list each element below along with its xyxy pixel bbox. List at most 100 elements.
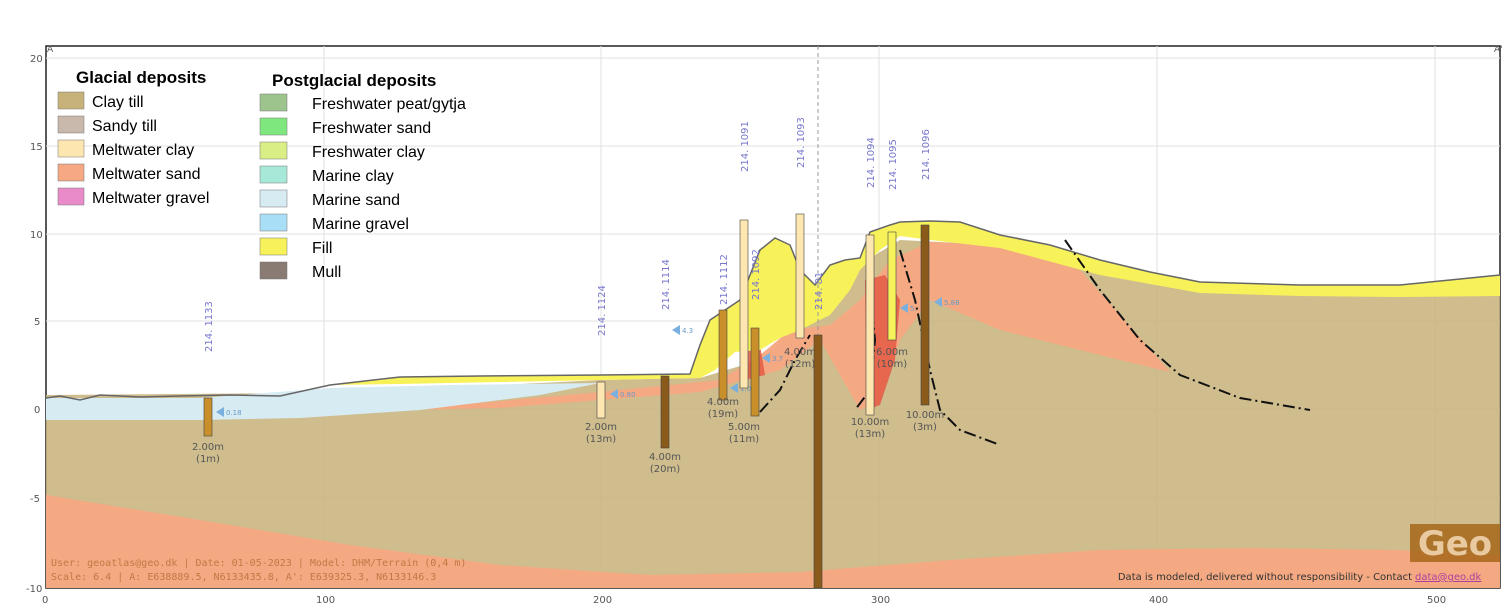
borehole-depth: 4.00m: [649, 452, 681, 463]
borehole-depth: 2.00m: [192, 442, 224, 453]
borehole-column: [750, 327, 760, 417]
borehole-id: 214. 1112: [719, 254, 730, 305]
legend: Glacial deposits Postglacial deposits Cl…: [57, 68, 466, 281]
y-tick-label: -10: [26, 584, 42, 595]
footer-disclaimer: Data is modeled, delivered without respo…: [1118, 572, 1412, 583]
water-level-value: 5.: [910, 305, 917, 313]
borehole-id: 214. 1096: [921, 129, 932, 180]
fault-line-2: [899, 249, 1001, 446]
legend-swatch: [259, 117, 288, 136]
legend-swatch: [259, 165, 288, 184]
borehole-depth-sub: (12m): [785, 359, 815, 370]
footer-user-line: User: geoatlas@geo.dk | Date: 01-05-2023…: [51, 558, 466, 569]
borehole-depth: 4.00m: [784, 347, 816, 358]
borehole-column: [739, 219, 749, 389]
y-tick-label: 15: [30, 142, 43, 153]
terrain-line: [45, 220, 1501, 401]
legend-label: Clay till: [92, 94, 144, 111]
legend-swatch: [259, 237, 288, 256]
borehole-id: 214. 1095: [888, 139, 899, 190]
water-level-value: 5.88: [944, 299, 960, 307]
borehole-column: [813, 334, 823, 589]
legend-swatch: [57, 115, 85, 134]
borehole-column: [887, 231, 897, 341]
legend-label: Meltwater gravel: [92, 190, 209, 207]
x-tick-label: 400: [1149, 595, 1168, 606]
legend-label: Marine sand: [312, 192, 400, 209]
legend-swatch: [259, 189, 288, 208]
y-tick-label: -5: [30, 494, 40, 505]
borehole-depth-sub: (10m): [877, 359, 907, 370]
legend-label: Meltwater clay: [92, 142, 194, 159]
water-level-icon: [672, 325, 680, 335]
borehole-column: [660, 375, 670, 449]
footer-scale-line: Scale: 6.4 | A: E638889.5, N6133435.8, A…: [51, 572, 436, 583]
legend-label: Marine gravel: [312, 216, 409, 233]
borehole-id: 214. 1133: [204, 301, 215, 352]
legend-label: Freshwater peat/gytja: [312, 96, 466, 113]
legend-swatch: [259, 213, 288, 232]
x-tick-label: 100: [316, 595, 335, 606]
borehole-depth-sub: (11m): [729, 434, 759, 445]
water-level-icon: [610, 389, 618, 399]
water-level-value: 0.18: [226, 409, 242, 417]
borehole-column: [865, 234, 875, 416]
water-level-value: 1.00: [740, 385, 756, 393]
fault-line-4: [759, 334, 811, 413]
legend-label: Sandy till: [92, 118, 157, 135]
borehole-depth-sub: (3m): [913, 422, 937, 433]
borehole-depth: 4.00m: [707, 397, 739, 408]
borehole-depth-sub: (1m): [196, 454, 220, 465]
legend-swatch: [57, 139, 85, 158]
legend-label: Fill: [312, 240, 332, 257]
borehole-id: 214. 1093: [796, 117, 807, 168]
legend-swatch: [259, 141, 288, 160]
legend-label: Mull: [312, 264, 341, 281]
borehole-depth: 6.00m: [876, 347, 908, 358]
postglacial-legend-title: Postglacial deposits: [272, 71, 436, 90]
y-tick-label: 5: [34, 317, 40, 328]
legend-label: Freshwater clay: [312, 144, 425, 161]
water-level-icon: [730, 383, 738, 393]
y-tick-label: 0: [34, 405, 40, 416]
legend-label: Meltwater sand: [92, 166, 201, 183]
borehole-depth-sub: (13m): [855, 429, 885, 440]
borehole-column: [203, 397, 213, 437]
legend-swatch: [57, 163, 85, 182]
legend-swatch: [57, 187, 85, 206]
legend-swatch: [259, 93, 288, 112]
meltwater-sand-deep-layer: [46, 495, 1500, 588]
legend-label: Freshwater sand: [312, 120, 431, 137]
borehole-depth-sub: (20m): [650, 464, 680, 475]
x-tick-label: 200: [593, 595, 612, 606]
water-level-icon: [900, 303, 908, 313]
fault-line-1: [1064, 239, 1311, 411]
section-start-label: A: [47, 45, 54, 55]
water-level-icon: [216, 407, 224, 417]
legend-swatch: [259, 261, 288, 280]
borehole-depth: 10.00m: [851, 417, 889, 428]
water-level-value: 4.3: [682, 327, 693, 335]
borehole-depth-sub: (19m): [708, 409, 738, 420]
y-tick-label: 10: [30, 230, 43, 241]
water-level-icon: [934, 297, 942, 307]
marine-sand-layer: [46, 383, 600, 420]
borehole-id: 214. 1092: [751, 249, 762, 300]
water-level-icon: [762, 353, 770, 363]
geo-logo: Geo: [1410, 524, 1500, 564]
legend-label: Marine clay: [312, 168, 394, 185]
borehole-column: [920, 224, 930, 406]
legend-swatch: [57, 91, 85, 110]
borehole-depth: 5.00m: [728, 422, 760, 433]
water-level-value: 3.7: [772, 355, 783, 363]
borehole-depth: 2.00m: [585, 422, 617, 433]
borehole-id: 214. 81: [814, 272, 825, 310]
y-axis: 20 15 10 5 0 -5 -10: [26, 54, 43, 595]
borehole-column: [795, 213, 805, 339]
clay-till-layer: [46, 240, 1500, 588]
x-tick-label: 0: [42, 595, 48, 606]
contact-link[interactable]: data@geo.dk: [1415, 572, 1481, 583]
y-tick-label: 20: [30, 54, 43, 65]
